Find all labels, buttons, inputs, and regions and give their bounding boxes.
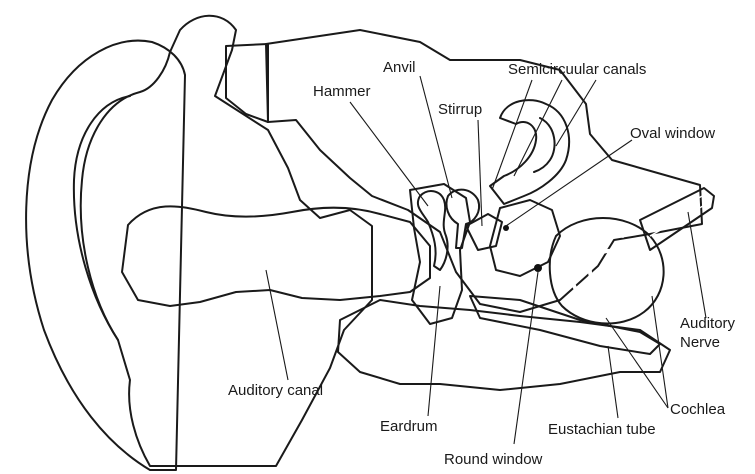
hammer-bone — [418, 191, 448, 270]
label-round-window: Round window — [444, 451, 543, 468]
leader-oval-window — [506, 140, 632, 226]
auditory-canal-shape — [122, 206, 430, 306]
leader-anvil — [420, 76, 452, 198]
leader-auditory-canal — [266, 270, 288, 380]
cochlea-spiral — [571, 235, 632, 305]
anvil-bone — [446, 190, 479, 248]
label-stirrup: Stirrup — [438, 101, 482, 118]
leader-semicircular-2 — [514, 80, 562, 176]
label-semicircular-canals: Semicircuular canals — [508, 61, 646, 78]
leader-round-window — [514, 272, 538, 444]
pinna-inner-fold — [74, 96, 130, 340]
label-auditory-canal: Auditory canal — [228, 382, 323, 399]
label-anvil: Anvil — [383, 59, 416, 76]
label-oval-window: Oval window — [630, 125, 715, 142]
auditory-nerve-bundle — [640, 188, 714, 250]
leader-eardrum — [428, 286, 440, 416]
leader-hammer — [350, 102, 428, 206]
label-auditory-nerve-line1: Auditory — [680, 315, 736, 332]
pinna-outer — [26, 41, 185, 470]
eustachian-tube-shape — [470, 296, 660, 354]
leader-cochlea-2 — [652, 296, 668, 408]
striped-block — [226, 44, 268, 122]
label-auditory-nerve-line2: Nerve — [680, 334, 720, 351]
semicircular-canals-shape — [490, 100, 569, 204]
label-eustachian-tube: Eustachian tube — [548, 421, 656, 438]
label-eardrum: Eardrum — [380, 418, 438, 435]
temporal-bone-lower — [338, 300, 670, 390]
leader-semicircular-1 — [492, 80, 532, 190]
leader-auditory-nerve — [688, 212, 706, 318]
round-window-mark — [534, 264, 542, 272]
leader-eustachian — [608, 346, 618, 418]
label-cochlea: Cochlea — [670, 401, 726, 418]
semicircular-canal-arc — [534, 118, 555, 172]
label-hammer: Hammer — [313, 83, 371, 100]
